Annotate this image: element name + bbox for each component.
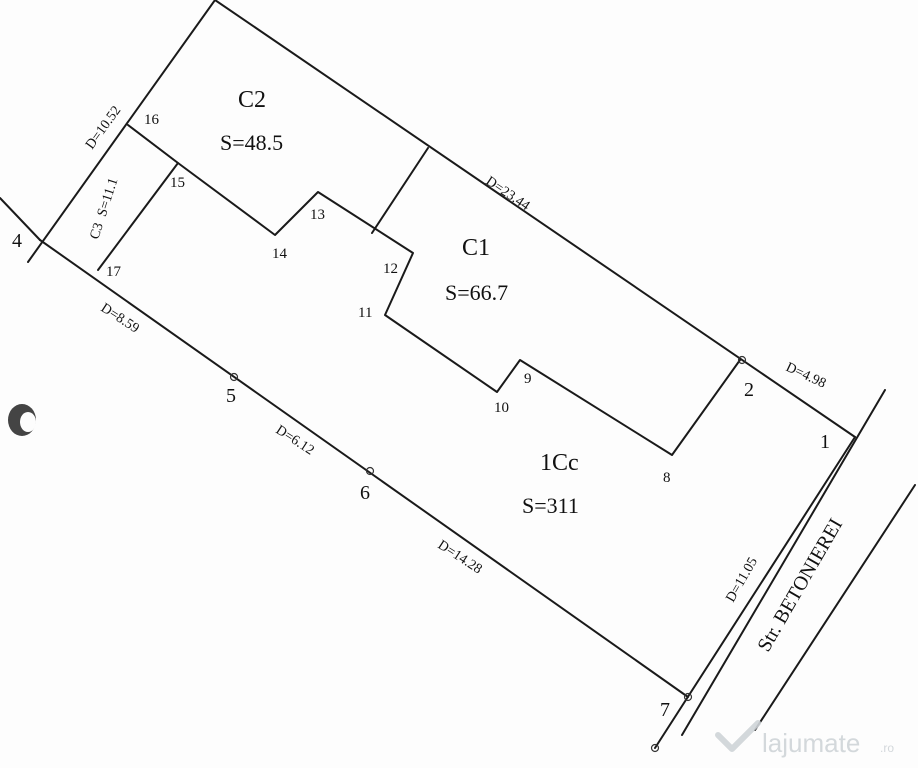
zone-c3-area: S=11.1 <box>95 176 122 218</box>
boundary-bottom <box>39 239 689 698</box>
zone-c3-name: C3 <box>88 221 107 241</box>
zone-c1-name: C1 <box>462 235 490 261</box>
c1-c2-divider <box>371 147 429 234</box>
boundary-right <box>654 436 856 749</box>
building-outline <box>127 124 741 456</box>
zone-lot-name: 1Cc <box>540 450 579 476</box>
c3-top <box>127 124 179 164</box>
c3-outline <box>97 162 179 271</box>
point-label-7: 7 <box>660 699 670 721</box>
point-marker-5 <box>229 372 239 382</box>
watermark: lajumate .ro <box>715 720 894 758</box>
point-label-6: 6 <box>360 482 370 504</box>
distance-5-6: D=6.12 <box>273 423 317 459</box>
point-marker-7 <box>683 692 693 702</box>
point-label-16: 16 <box>144 112 160 128</box>
point-label-12: 12 <box>383 261 398 277</box>
point-label-9: 9 <box>524 371 532 387</box>
heart-check-icon <box>715 720 761 752</box>
point-label-15: 15 <box>170 175 185 191</box>
distance-top: D=23.44 <box>483 174 532 214</box>
point-label-1: 1 <box>820 431 830 453</box>
distance-2-1: D=4.98 <box>783 360 828 392</box>
watermark-brand: lajumate <box>762 728 860 758</box>
point-marker-6 <box>365 466 375 476</box>
distance-right: D=11.05 <box>723 555 760 605</box>
zone-c1-area: S=66.7 <box>445 280 508 305</box>
boundary-top-left <box>27 0 216 263</box>
point-label-13: 13 <box>310 207 325 223</box>
scan-blot-inner <box>20 412 36 432</box>
point-label-2: 2 <box>744 379 754 401</box>
zone-c3-label: C3 S=11.1 <box>88 176 122 241</box>
zone-lot-area: S=311 <box>522 493 579 518</box>
point-label-10: 10 <box>494 400 509 416</box>
distance-6-7: D=14.28 <box>435 538 485 578</box>
point-label-17: 17 <box>106 264 122 280</box>
zone-c2-name: C2 <box>238 87 266 113</box>
distance-top-left: D=10.52 <box>83 103 124 152</box>
point-label-4: 4 <box>12 230 22 252</box>
boundary-left-ext <box>0 197 41 241</box>
zone-c2-area: S=48.5 <box>220 130 283 155</box>
point-label-14: 14 <box>272 246 288 262</box>
boundary-top <box>214 0 856 438</box>
street-line-1 <box>681 389 886 736</box>
street-line-2 <box>754 484 916 731</box>
point-label-11: 11 <box>358 305 372 321</box>
point-label-8: 8 <box>663 470 671 486</box>
point-label-5: 5 <box>226 385 236 407</box>
watermark-suffix: .ro <box>880 741 894 755</box>
point-marker-end <box>650 743 660 753</box>
point-marker-2 <box>737 355 747 365</box>
